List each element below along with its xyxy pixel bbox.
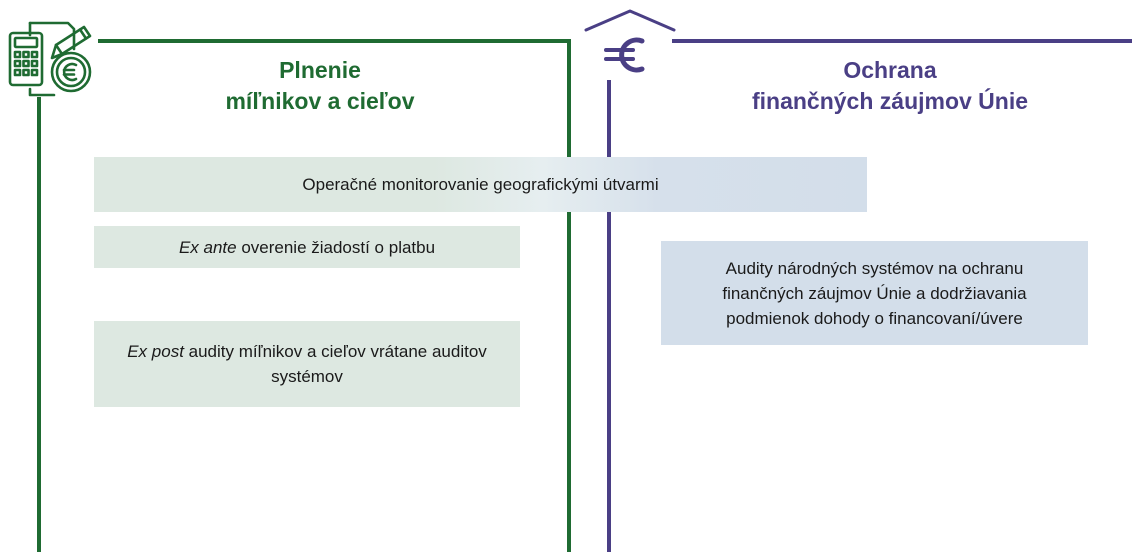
right-panel-title-line2: finančných záujmov Únie bbox=[751, 88, 1029, 114]
national-systems-audit-text: Audity národných systémov na ochranu fin… bbox=[722, 258, 1027, 328]
left-panel-title-line1: Plnenie bbox=[279, 57, 361, 83]
ex-post-text: Ex post audity míľnikov a cieľov vrátane… bbox=[117, 339, 497, 389]
ex-ante-italic: Ex ante bbox=[178, 237, 237, 257]
national-systems-audit-box: Audity národných systémov na ochranu fin… bbox=[661, 241, 1088, 345]
right-panel-title: Ochrana finančných záujmov Únie bbox=[700, 55, 1080, 117]
ex-ante-rest: overenie žiadostí o platbu bbox=[236, 237, 436, 257]
ex-post-rest: audity míľnikov a cieľov vrátane auditov… bbox=[183, 342, 487, 386]
ex-ante-box: Ex ante overenie žiadostí o platbu bbox=[94, 226, 520, 268]
ex-post-italic: Ex post bbox=[127, 342, 184, 361]
calculator-pencil-euro-icon bbox=[8, 21, 92, 97]
left-frame-right-line bbox=[567, 39, 571, 552]
left-panel-title: Plnenie míľnikov a cieľov bbox=[190, 55, 450, 117]
operational-monitoring-text: Operačné monitorovanie geografickými útv… bbox=[302, 175, 659, 194]
right-panel-title-line1: Ochrana bbox=[843, 57, 937, 83]
right-frame-left-line bbox=[607, 80, 611, 552]
ex-ante-text: Ex ante overenie žiadostí o platbu bbox=[179, 235, 435, 260]
operational-monitoring-box: Operačné monitorovanie geografickými útv… bbox=[94, 157, 867, 212]
left-frame-top-line bbox=[98, 39, 570, 43]
right-frame-top-line bbox=[672, 39, 1132, 43]
left-frame-left-line bbox=[37, 97, 41, 552]
euro-house-icon bbox=[584, 9, 676, 73]
left-panel-title-line2: míľnikov a cieľov bbox=[225, 88, 415, 114]
ex-post-box: Ex post audity míľnikov a cieľov vrátane… bbox=[94, 321, 520, 407]
